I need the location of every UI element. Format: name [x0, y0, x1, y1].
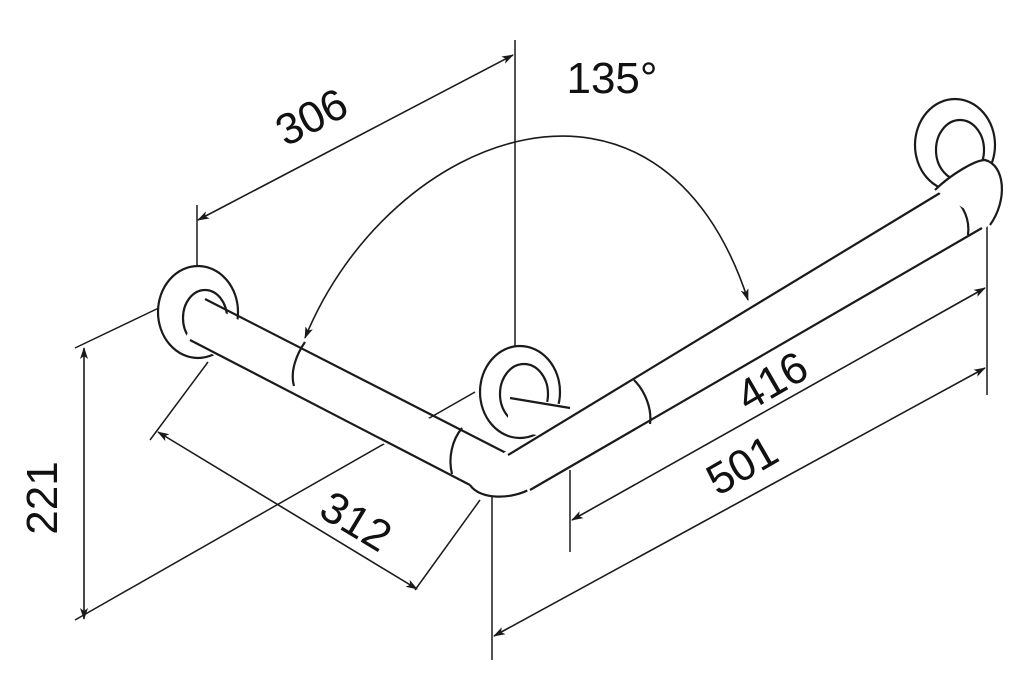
front-right-extension [414, 499, 481, 591]
grab-bar [156, 97, 1003, 498]
label-501: 501 [698, 426, 786, 505]
dimension-labels: 306 135° 312 221 416 501 [18, 54, 816, 562]
dim-line-312 [157, 431, 418, 590]
angle-arc-135 [304, 135, 749, 339]
left-arm [185, 298, 511, 493]
label-312: 312 [312, 482, 400, 562]
dim-line-501 [493, 367, 986, 637]
right-end-bend [934, 158, 1003, 226]
front-left-extension [149, 361, 209, 441]
dimension-lines [80, 54, 986, 637]
middle-wall-flange [478, 344, 571, 440]
right-arm [507, 158, 1003, 492]
left-sleeve-seam-2 [449, 427, 463, 475]
label-221: 221 [18, 461, 67, 534]
top-height-extension [74, 304, 166, 349]
right-sleeve-seam-1 [633, 379, 652, 425]
label-angle: 135° [566, 54, 657, 103]
dim-line-306 [197, 54, 514, 221]
left-sleeve-seam [291, 341, 306, 387]
